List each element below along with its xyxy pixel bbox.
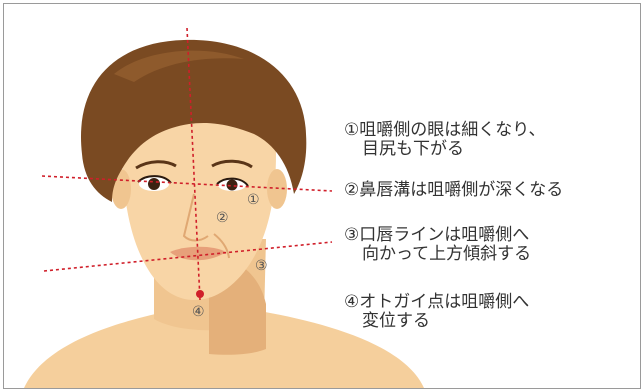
annotation-4-line2: 変位する (344, 312, 529, 331)
annotation-3-line2: 向かって上方傾斜する (344, 245, 531, 264)
annotation-1-line1: ①咀嚼側の眼は細くなり、 (344, 121, 546, 140)
annotation-3: ③口唇ラインは咀嚼側へ 向かって上方傾斜する (344, 226, 531, 264)
marker-2: ② (216, 210, 229, 226)
marker-4: ④ (192, 304, 205, 320)
chin-point (196, 290, 204, 298)
marker-1: ① (247, 192, 260, 208)
marker-3: ③ (255, 258, 268, 274)
annotation-3-line1: ③口唇ラインは咀嚼側へ (344, 226, 531, 245)
annotation-1-line2: 目尻も下がる (344, 140, 546, 159)
left-iris (148, 178, 160, 190)
annotation-4-line1: ④オトガイ点は咀嚼側へ (344, 293, 529, 312)
annotation-1: ①咀嚼側の眼は細くなり、 目尻も下がる (344, 121, 546, 159)
annotation-2-line1: ②鼻唇溝は咀嚼側が深くなる (344, 181, 563, 200)
diagram-frame: ① ② ③ ④ ①咀嚼側の眼は細くなり、 目尻も下がる ②鼻唇溝は咀嚼側が深くな… (3, 3, 641, 389)
annotation-2: ②鼻唇溝は咀嚼側が深くなる (344, 181, 563, 200)
annotation-4: ④オトガイ点は咀嚼側へ 変位する (344, 293, 529, 331)
